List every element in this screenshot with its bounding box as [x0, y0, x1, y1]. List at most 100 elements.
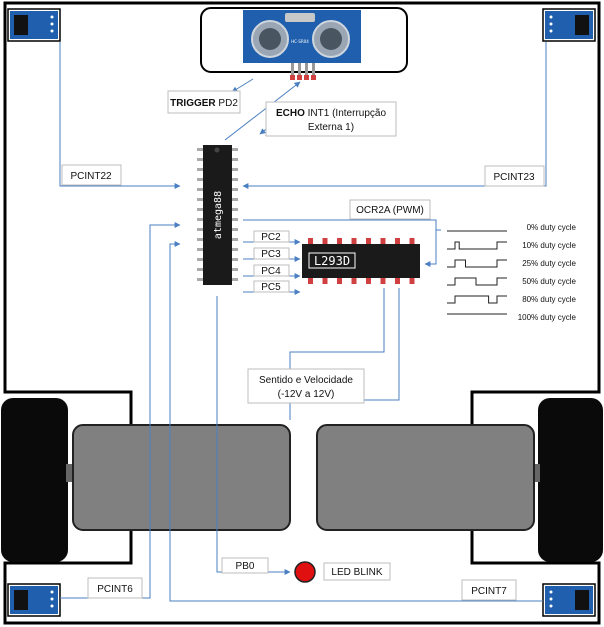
mcu-pin — [197, 238, 204, 241]
mcu-pin — [197, 208, 204, 211]
led-label: LED BLINK — [331, 567, 382, 578]
mcu-pin — [197, 148, 204, 151]
duty-cycle-label: 80% duty cycle — [522, 295, 576, 304]
driver-pin — [322, 238, 328, 245]
trigger-bold: TRIGGER — [170, 98, 216, 109]
trigger-wire — [224, 81, 301, 141]
pcint22-wire — [59, 42, 181, 189]
mcu-pin — [197, 258, 204, 261]
pcint23-label-box: PCINT23 — [484, 165, 545, 187]
driver-pin — [322, 277, 328, 284]
mcu-pin — [197, 248, 204, 251]
mcu-pin — [197, 278, 204, 281]
mcu-pin — [197, 178, 204, 181]
pb0-label: PB0 — [236, 561, 255, 572]
mcu-pin — [231, 248, 238, 251]
driver-pin — [409, 277, 415, 284]
left-wheel — [1, 398, 68, 562]
pwm-waveform — [447, 259, 507, 268]
pcint22-label: PCINT22 — [70, 171, 112, 182]
line-sensor-top-left — [7, 8, 61, 42]
pcint7-label-box: PCINT7 — [461, 579, 517, 601]
ocr2a-label: OCR2A (PWM) — [356, 205, 424, 216]
mcu-pin — [197, 168, 204, 171]
pcint7-wire — [169, 241, 543, 602]
pcint23-label: PCINT23 — [493, 172, 535, 183]
driver-pin — [308, 277, 313, 284]
pb0-label-box: PB0 — [221, 557, 269, 574]
mcu-pin — [197, 228, 204, 231]
atmega88-chip: atmega88 — [197, 145, 238, 285]
driver-pin — [366, 277, 371, 284]
trigger-rest: PD2 — [216, 98, 239, 109]
pwm-waveform — [447, 277, 507, 286]
sentido-line1: Sentido e Velocidade — [259, 375, 353, 386]
mcu-pin — [197, 198, 204, 201]
pcint6-label: PCINT6 — [97, 584, 133, 595]
driver-pin — [351, 238, 357, 245]
mcu-pin — [197, 268, 204, 271]
pc4-label-box: PC4 — [253, 264, 290, 277]
mcu-pin — [231, 218, 238, 221]
l293d-chip: L293D — [302, 238, 420, 284]
ocr2a-wire — [243, 219, 437, 267]
duty-cycle-label: 10% duty cycle — [522, 241, 576, 250]
driver-pin — [380, 238, 386, 245]
ultrasonic-sensor: HC-SR04 — [243, 10, 361, 80]
echo-label-box: ECHO INT1 (Interrupção Externa 1) — [265, 101, 397, 137]
echo-bold: ECHO — [276, 108, 305, 119]
driver-pin — [351, 277, 357, 284]
driver-pin — [366, 238, 371, 245]
mcu-pin — [231, 258, 238, 261]
pwm-waveform — [447, 241, 507, 250]
pcint6-wire — [60, 222, 181, 599]
mcu-pin — [231, 208, 238, 211]
mcu-pin — [197, 158, 204, 161]
driver-pin — [337, 277, 342, 284]
pwm-waveform — [447, 295, 507, 304]
pc5-label: PC5 — [261, 282, 281, 293]
led-label-box: LED BLINK — [323, 562, 391, 581]
mcu-pin — [231, 238, 238, 241]
driver-pin — [395, 238, 400, 245]
mcu-pin — [231, 188, 238, 191]
driver-out-right-wire — [364, 288, 400, 401]
chassis-outline — [3, 1, 601, 625]
duty-cycle-label: 100% duty cycle — [518, 313, 577, 322]
right-wheel — [538, 398, 603, 562]
pc3-label: PC3 — [261, 249, 281, 260]
mcu-pin — [231, 148, 238, 151]
trigger-label-box: TRIGGER PD2 — [167, 90, 241, 114]
mcu-pin — [231, 228, 238, 231]
pc3-label-box: PC3 — [253, 247, 290, 260]
driver-pin — [308, 238, 313, 245]
mcu-pin — [231, 278, 238, 281]
mcu-pin — [231, 268, 238, 271]
line-sensor-bottom-left — [7, 583, 61, 617]
sentido-label-box: Sentido e Velocidade (-12V a 12V) — [247, 368, 365, 404]
echo-rest: INT1 (Interrupção — [305, 108, 387, 119]
pc2-label-box: PC2 — [253, 230, 290, 243]
driver-label: L293D — [314, 254, 350, 268]
pc5-label-box: PC5 — [253, 280, 290, 293]
mcu-pin — [231, 158, 238, 161]
pc2-label: PC2 — [261, 232, 281, 243]
pcint22-label-box: PCINT22 — [61, 164, 122, 186]
echo-line2: Externa 1) — [308, 122, 354, 133]
mcu-pin — [231, 198, 238, 201]
led-indicator — [294, 561, 316, 583]
pcint6-label-box: PCINT6 — [87, 577, 143, 599]
pc4-label: PC4 — [261, 266, 281, 277]
ocr2a-label-box: OCR2A (PWM) — [349, 199, 431, 220]
mcu-pin — [197, 188, 204, 191]
mcu-pin — [231, 178, 238, 181]
pcint7-label: PCINT7 — [471, 586, 507, 597]
left-axle — [66, 464, 75, 482]
line-sensor-top-right — [542, 8, 596, 42]
right-motor — [316, 424, 535, 531]
mcu-label: atmega88 — [213, 191, 224, 239]
pcint23-wire — [242, 42, 547, 189]
duty-cycle-label: 50% duty cycle — [522, 277, 576, 286]
